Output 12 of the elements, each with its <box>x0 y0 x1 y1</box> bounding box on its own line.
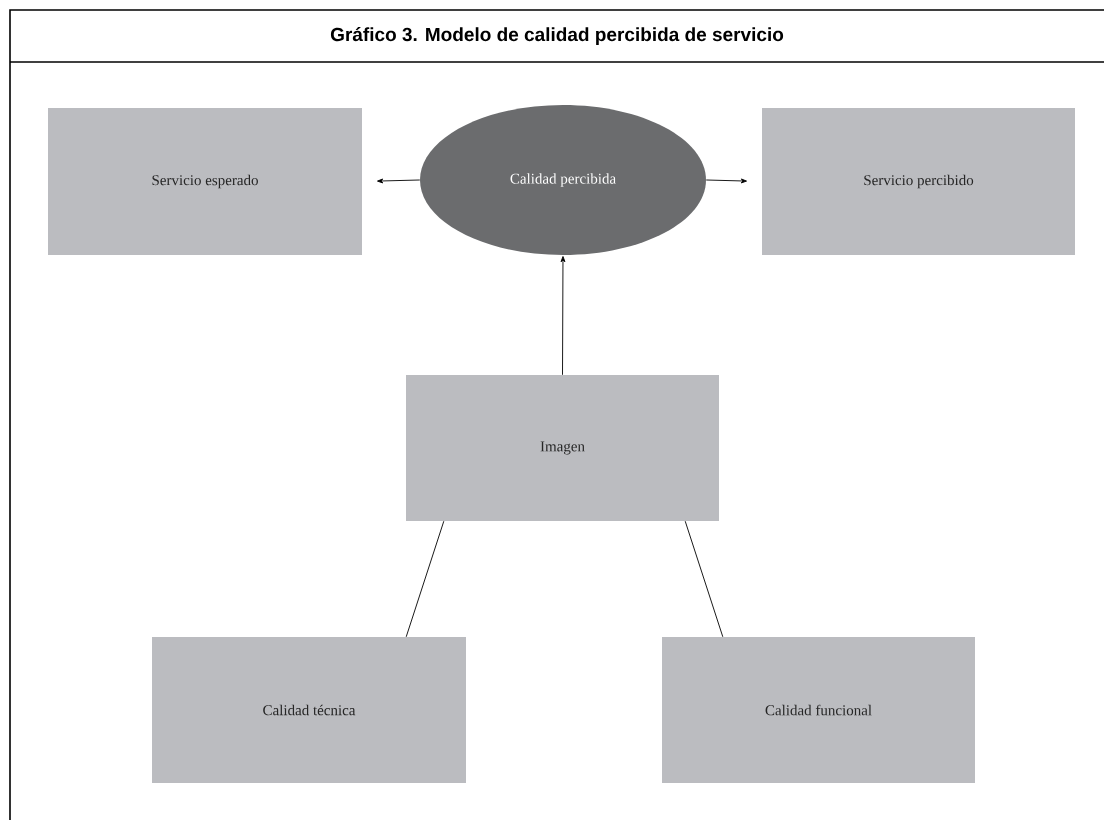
box: Servicio percibido <box>762 108 1075 255</box>
box: Calidad técnica <box>152 637 466 783</box>
title: Gráfico 3. Modelo de calidad percibida de servicio <box>330 27 784 45</box>
box: Imagen <box>406 375 719 521</box>
box: Calidad funcional <box>662 637 975 783</box>
arrow <box>560 256 566 376</box>
arrow <box>705 178 747 184</box>
connector-line <box>684 520 724 638</box>
connector-line <box>405 520 445 638</box>
box: Servicio esperado <box>48 108 362 255</box>
oval: Calidad percibida <box>420 105 706 255</box>
arrow <box>377 178 421 184</box>
